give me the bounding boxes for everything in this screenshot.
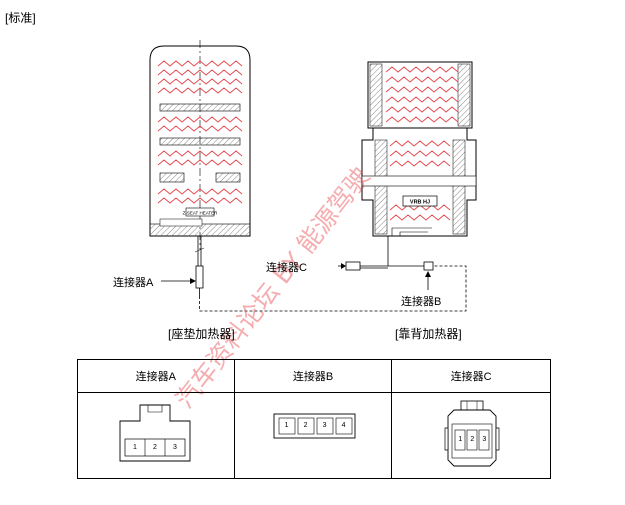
connector-c-pin-3: 3 (482, 435, 487, 443)
connector-b-plug (423, 261, 434, 271)
seat-cushion-heater-label: [座垫加热器] (168, 327, 235, 341)
connector-b-cell: 1 2 3 4 (233, 392, 393, 479)
connector-c-plug (345, 261, 361, 271)
connector-c-cell: 1 2 3 (391, 392, 551, 479)
seat-label-plate: Z-SEAT HEATER (183, 211, 219, 216)
connector-a-cell: 1 2 3 (77, 392, 235, 479)
connector-b-pin-4: 4 (341, 421, 346, 429)
connector-b-callout: 连接器B (401, 296, 442, 308)
seat-heater-wire (157, 60, 243, 204)
connector-a-pin-1: 1 (133, 443, 137, 451)
linking-harness (199, 265, 467, 312)
connector-b-pin-1: 1 (284, 421, 289, 429)
seat-back-heater-label: [靠背加热器] (395, 327, 462, 341)
connector-c-pin-2: 2 (470, 435, 475, 443)
header-connector-a: 连接器A (77, 359, 235, 393)
connector-a-callout: 连接器A (113, 277, 154, 289)
connector-c-callout: 连接器C (266, 262, 307, 274)
connector-c-pin-1: 1 (458, 435, 463, 443)
connector-b-pin-3: 3 (322, 421, 327, 429)
standard-label: [标准] (5, 11, 36, 25)
back-label-plate: VRB HJ (410, 200, 430, 206)
seat-cushion-heater-drawing: Z-SEAT HEATER (149, 40, 251, 296)
connector-a-pin-2: 2 (153, 443, 157, 451)
connector-b-face (273, 413, 356, 438)
connector-a-pin-3: 3 (173, 443, 177, 451)
header-connector-b: 连接器B (233, 359, 393, 393)
connector-b-pin-2: 2 (303, 421, 308, 429)
connector-a-plug (195, 265, 204, 289)
connector-c-face (444, 400, 500, 466)
connector-table: 连接器A 连接器B 连接器C 1 2 3 (77, 359, 551, 479)
header-connector-c: 连接器C (391, 359, 551, 393)
seat-back-heater-drawing: VRB HJ (338, 61, 477, 290)
back-heater-wire-top (385, 66, 459, 123)
connector-a-face (119, 404, 191, 461)
